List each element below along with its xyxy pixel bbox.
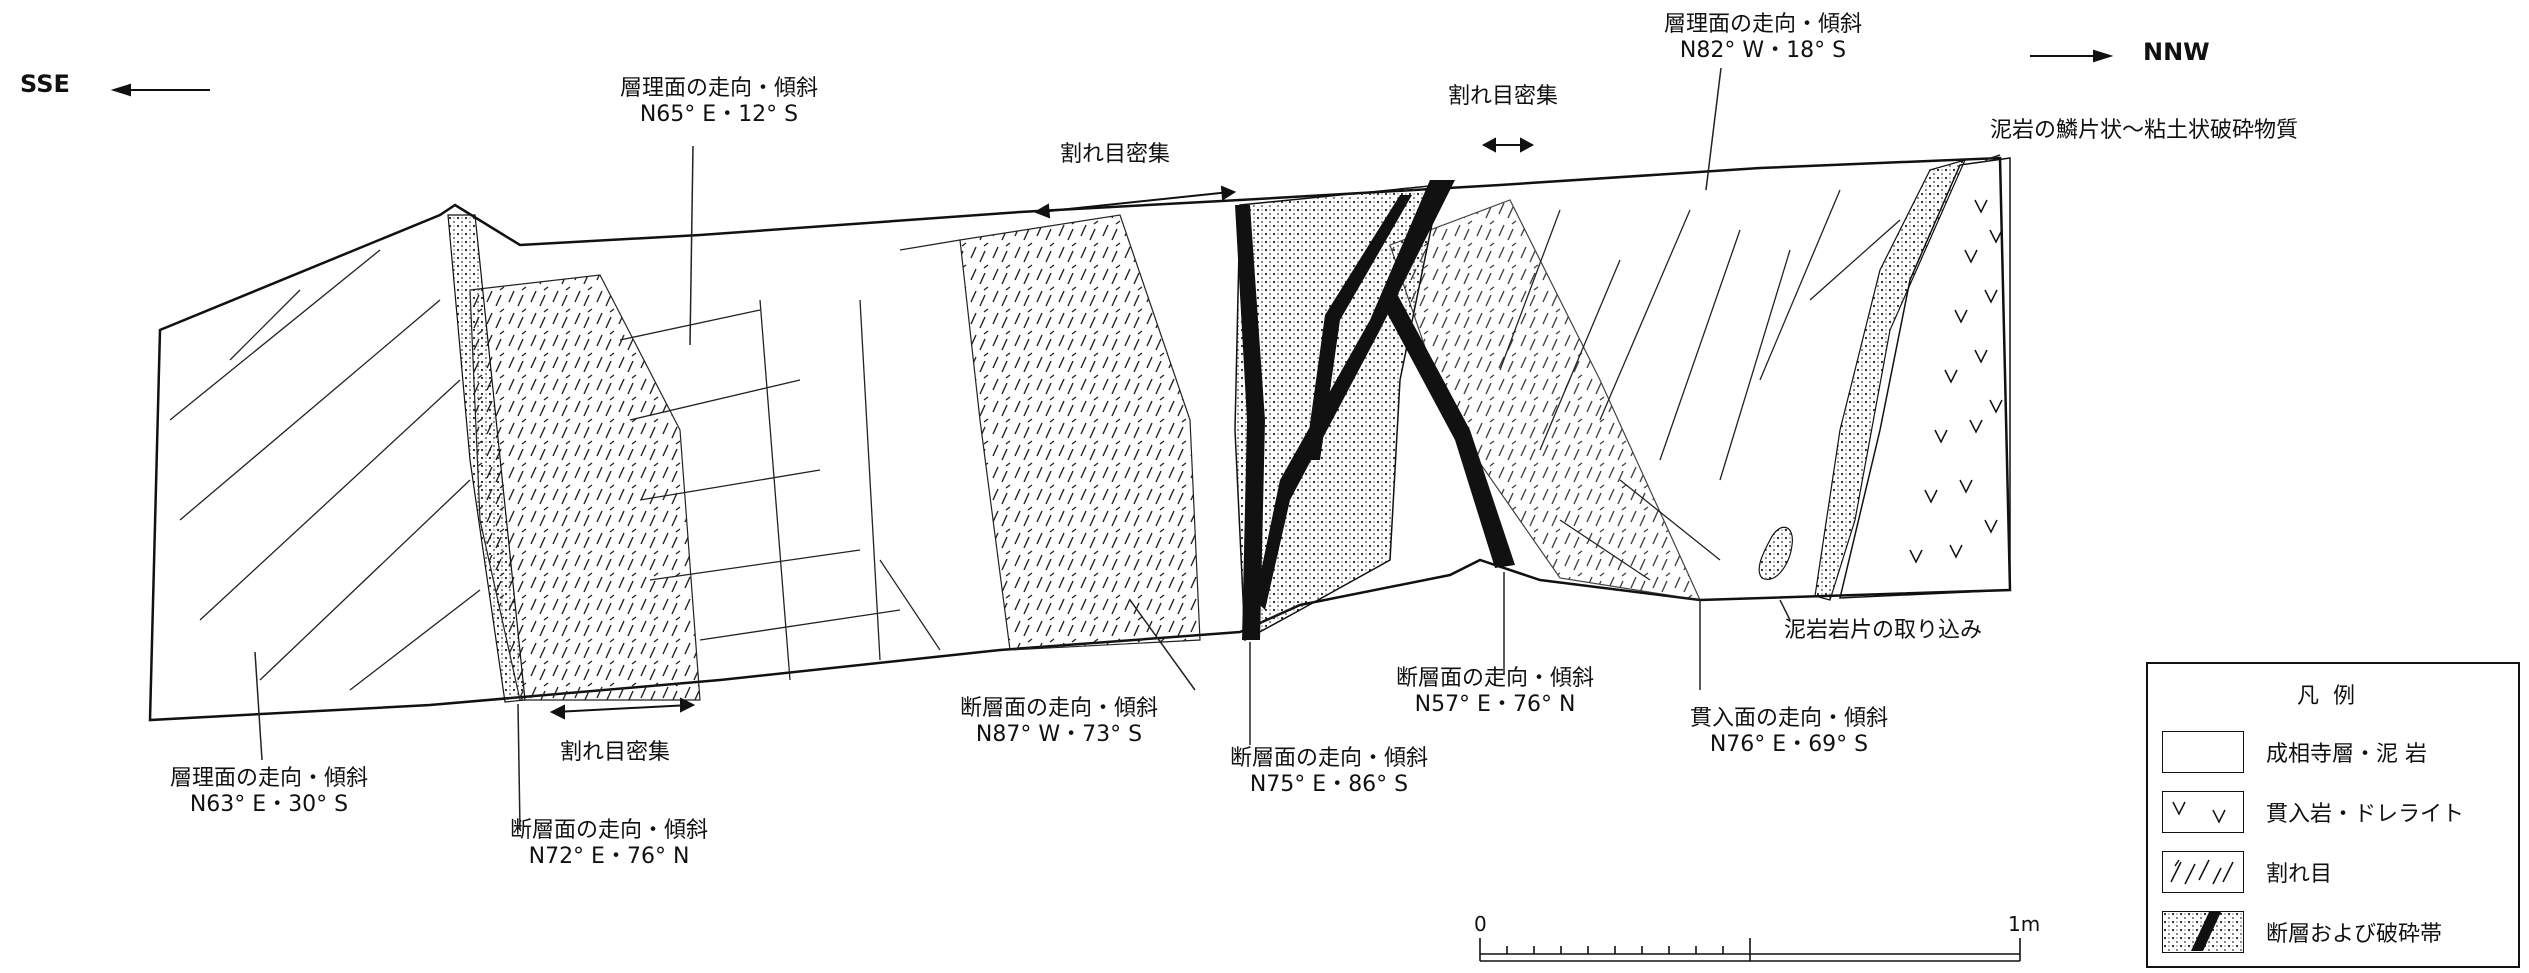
- scale-start-label: 0: [1474, 912, 1487, 936]
- scaly-mudstone-band: [1814, 159, 1967, 601]
- label-mudstone-fragment: 泥岩岩片の取り込み: [1784, 618, 1983, 643]
- legend-item-fault: 断層および破砕帯: [2162, 910, 2442, 954]
- double-arrow-top-mid: [1033, 185, 1237, 219]
- legend-item-mudstone: 成相寺層・泥 岩: [2162, 730, 2427, 774]
- scale-end-label: 1m: [2008, 912, 2041, 936]
- double-arrow-bottom: [549, 697, 696, 720]
- fault-plane-1: [1235, 205, 1265, 640]
- legend-item-label: 割れ目: [2266, 862, 2333, 887]
- scale-bar: [1479, 938, 2021, 962]
- crack-pattern-swatch-icon: [2162, 851, 2244, 893]
- fault-plane-4: [1305, 195, 1412, 460]
- legend-item-label: 貫入岩・ドレライト: [2266, 802, 2465, 827]
- legend-title: 凡例: [2296, 684, 2369, 709]
- legend-item-label: 断層および破砕帯: [2266, 922, 2443, 947]
- legend: 凡例 成相寺層・泥 岩 貫入岩・ドレライト 割れ目 断層および破砕帯: [2146, 662, 2520, 968]
- blank-swatch-icon: [2162, 731, 2244, 773]
- legend-item-crack: 割れ目: [2162, 850, 2332, 894]
- direction-arrow-nnw: [2030, 49, 2114, 63]
- legend-item-label: 成相寺層・泥 岩: [2266, 742, 2427, 767]
- breccia-zone-left: [447, 214, 526, 703]
- v-pattern-swatch-icon: [2162, 791, 2244, 833]
- fault-plane-3: [1380, 290, 1515, 568]
- crack-zone-mid: [959, 214, 1201, 651]
- direction-nnw: NNW: [2143, 38, 2210, 66]
- label-crack-dense-top-mid: 割れ目密集: [1060, 142, 1171, 167]
- mudstone-fragment: [1758, 526, 1793, 581]
- legend-item-dolerite: 貫入岩・ドレライト: [2162, 790, 2464, 834]
- label-crack-dense-bottom: 割れ目密集: [560, 740, 671, 765]
- direction-arrow-sse: [110, 83, 210, 97]
- leader-lines: [254, 67, 2001, 831]
- label-mudstone-scaly: 泥岩の鱗片状～粘土状破砕物質: [1990, 118, 2299, 143]
- direction-sse: SSE: [20, 70, 70, 98]
- dolerite-v-marks: [1909, 199, 2003, 564]
- double-arrow-top-right: [1481, 137, 1535, 153]
- dolerite-intrusion: [1839, 157, 2011, 599]
- label-crack-dense-top-right: 割れ目密集: [1448, 84, 1559, 109]
- fault-zone-swatch-icon: [2162, 911, 2244, 953]
- bedding-lines: [169, 189, 1901, 691]
